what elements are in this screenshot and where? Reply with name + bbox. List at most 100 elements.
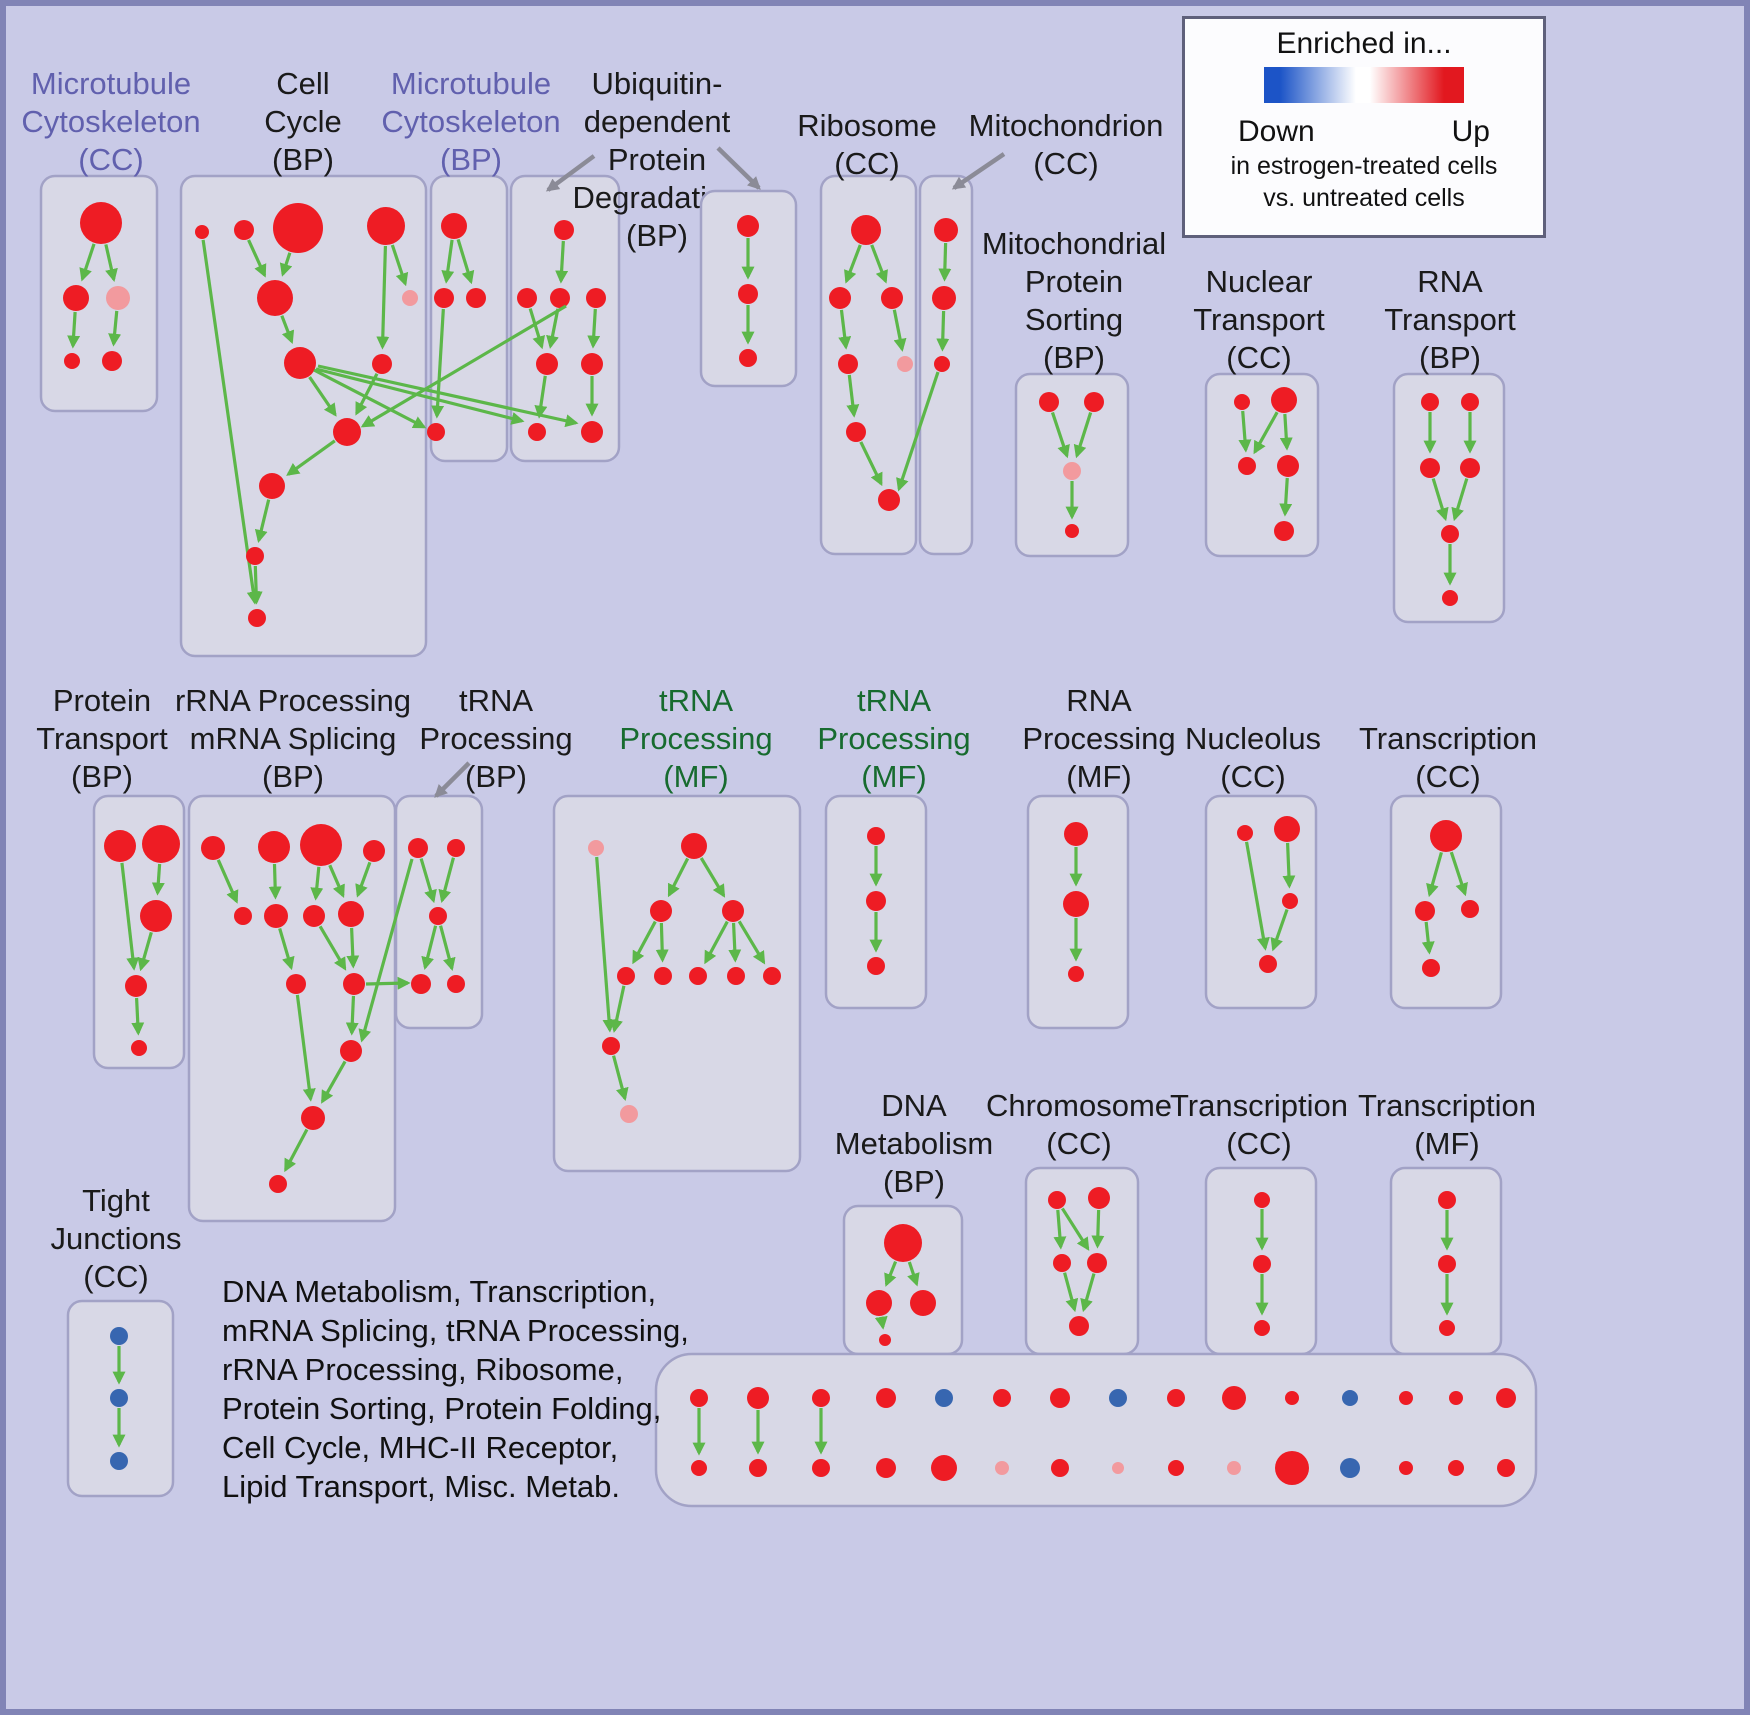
go-term-node: [1088, 1187, 1110, 1209]
edge-arrow: [318, 925, 347, 971]
go-term-node: [1275, 1451, 1309, 1485]
go-term-node: [64, 353, 80, 369]
edge-arrow: [151, 863, 165, 896]
go-term-node: [363, 840, 385, 862]
go-term-node: [1084, 392, 1104, 412]
cluster-label: Transcription(CC): [1359, 721, 1537, 794]
cluster-label: Mitochondrion(CC): [969, 108, 1164, 181]
go-term-node: [1274, 521, 1294, 541]
cluster-box: [1392, 372, 1506, 624]
cluster-transcription-mf: Transcription(MF): [1358, 1088, 1536, 1356]
go-term-node: [411, 974, 431, 994]
edge-arrow: [844, 244, 862, 284]
go-term-node: [466, 288, 486, 308]
go-term-node: [581, 421, 603, 443]
edge-arrow: [137, 931, 153, 972]
go-term-node: [273, 203, 323, 253]
edge-arrow: [104, 244, 118, 283]
go-term-node: [269, 1175, 287, 1193]
mixed-functions-note: DNA Metabolism, Transcription, mRNA Spli…: [222, 1272, 689, 1506]
edge-arrow: [737, 920, 766, 965]
edge-arrow: [546, 308, 560, 349]
go-term-node: [286, 974, 306, 994]
edge-arrow: [1091, 1209, 1105, 1249]
go-term-node: [264, 904, 288, 928]
go-term-node: [738, 284, 758, 304]
go-term-node: [812, 1389, 830, 1407]
go-term-node: [620, 1105, 638, 1123]
edge-arrow: [284, 1128, 309, 1173]
edge-arrow: [201, 239, 260, 605]
go-term-node: [1282, 893, 1298, 909]
label-pointer-arrow: [545, 154, 596, 192]
legend-up-label: Up: [1451, 115, 1490, 148]
edge-arrow: [419, 858, 437, 904]
go-term-node: [1234, 394, 1250, 410]
note-line: Cell Cycle, MHC-II Receptor,: [222, 1430, 619, 1465]
edge-arrow: [390, 244, 409, 287]
edge-arrow: [79, 243, 96, 282]
go-term-node: [867, 827, 885, 845]
go-term-node: [881, 287, 903, 309]
go-term-node: [866, 891, 886, 911]
cluster-ubiquitin-degradation-bp-2: [699, 189, 798, 388]
edge-arrow: [355, 373, 379, 416]
go-term-node: [1259, 955, 1277, 973]
go-term-node: [303, 905, 325, 927]
go-term-node: [931, 1455, 957, 1481]
go-term-node: [102, 351, 122, 371]
go-term-node: [829, 287, 851, 309]
go-term-node: [301, 1106, 325, 1130]
go-term-node: [106, 286, 130, 310]
cluster-mixed-functions: [654, 1352, 1538, 1508]
go-term-node: [1051, 1459, 1069, 1477]
go-term-node: [142, 825, 180, 863]
go-term-node: [681, 833, 707, 859]
edge-arrow: [699, 857, 726, 898]
go-term-node: [517, 288, 537, 308]
edge-arrow: [456, 238, 475, 285]
go-term-node: [1254, 1192, 1270, 1208]
edge-arrow: [120, 862, 140, 971]
cross-cluster-edge: [315, 367, 525, 425]
edge-arrow: [938, 242, 952, 282]
go-term-node: [104, 830, 136, 862]
go-term-node: [934, 356, 950, 372]
go-term-node: [1461, 393, 1479, 411]
go-term-node: [234, 220, 254, 240]
go-term-node: [427, 423, 445, 441]
go-term-node: [80, 202, 122, 244]
go-term-node: [340, 1040, 362, 1062]
edge-arrow: [1253, 411, 1279, 455]
cross-cluster-edge: [317, 364, 579, 428]
go-term-node: [749, 1459, 767, 1477]
cross-cluster-edge: [365, 976, 411, 990]
go-term-node: [434, 288, 454, 308]
edge-arrow: [846, 374, 860, 418]
go-term-node: [248, 609, 266, 627]
go-term-node: [812, 1459, 830, 1477]
edge-arrow: [108, 310, 122, 347]
go-term-node: [1461, 900, 1479, 918]
edge-arrow: [1061, 1207, 1090, 1251]
go-term-node: [910, 1290, 936, 1316]
edge-arrow: [438, 857, 455, 904]
go-term-node: [554, 220, 574, 240]
cluster-label: Ribosome(CC): [797, 108, 937, 181]
go-term-node: [1340, 1458, 1360, 1478]
go-term-node: [876, 1388, 896, 1408]
cross-cluster-edge: [313, 368, 427, 429]
